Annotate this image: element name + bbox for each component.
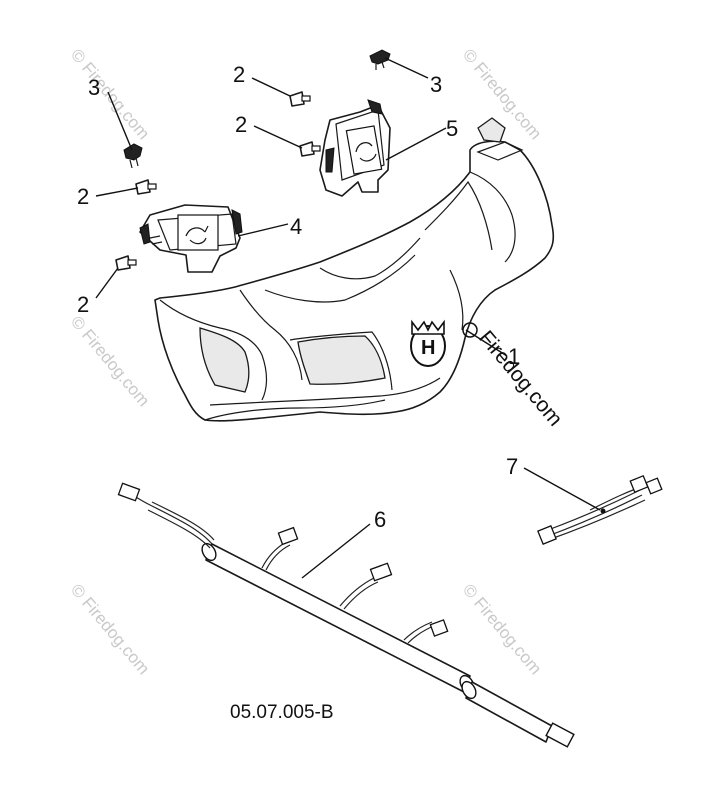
center-watermark: Firedog.com — [462, 322, 567, 431]
headlight-left — [139, 204, 243, 273]
clip-right — [369, 49, 391, 70]
watermark-center: Firedog.com — [474, 326, 567, 430]
callout-2-lower-left: 2 — [77, 292, 89, 317]
headlight-right — [319, 99, 391, 197]
brand-logo: H — [410, 319, 446, 367]
callout-2-left: 2 — [77, 184, 89, 209]
drawing-code: 05.07.005-B — [230, 702, 334, 723]
callout-6: 6 — [374, 507, 386, 532]
watermark-bottom-right: © Firedog.com — [459, 580, 545, 678]
screw-left — [135, 179, 157, 195]
callout-3-right: 3 — [430, 72, 442, 97]
leader-lines — [95, 57, 601, 579]
callout-5: 5 — [446, 116, 458, 141]
wire-harness-short — [537, 474, 663, 545]
callout-1: 1 — [508, 344, 520, 369]
callout-2-mid: 2 — [235, 112, 247, 137]
watermark-top-left: © Firedog.com — [67, 45, 153, 143]
screw-lower-left — [115, 255, 137, 271]
clip-left — [123, 143, 143, 169]
hood-assembly: H — [154, 117, 555, 422]
callout-2-top: 2 — [233, 62, 245, 87]
watermark-mid-left: © Firedog.com — [67, 312, 153, 410]
callout-3-left: 3 — [88, 75, 100, 100]
screw-mid — [299, 141, 321, 157]
callouts: 2 2 2 2 3 3 4 5 1 6 7 — [77, 62, 520, 532]
callout-4: 4 — [290, 214, 302, 239]
callout-7: 7 — [506, 454, 518, 479]
screw-top — [289, 91, 311, 107]
logo-letter: H — [421, 337, 435, 359]
wire-harness-long — [117, 482, 575, 748]
watermark-bottom-left: © Firedog.com — [67, 580, 153, 678]
